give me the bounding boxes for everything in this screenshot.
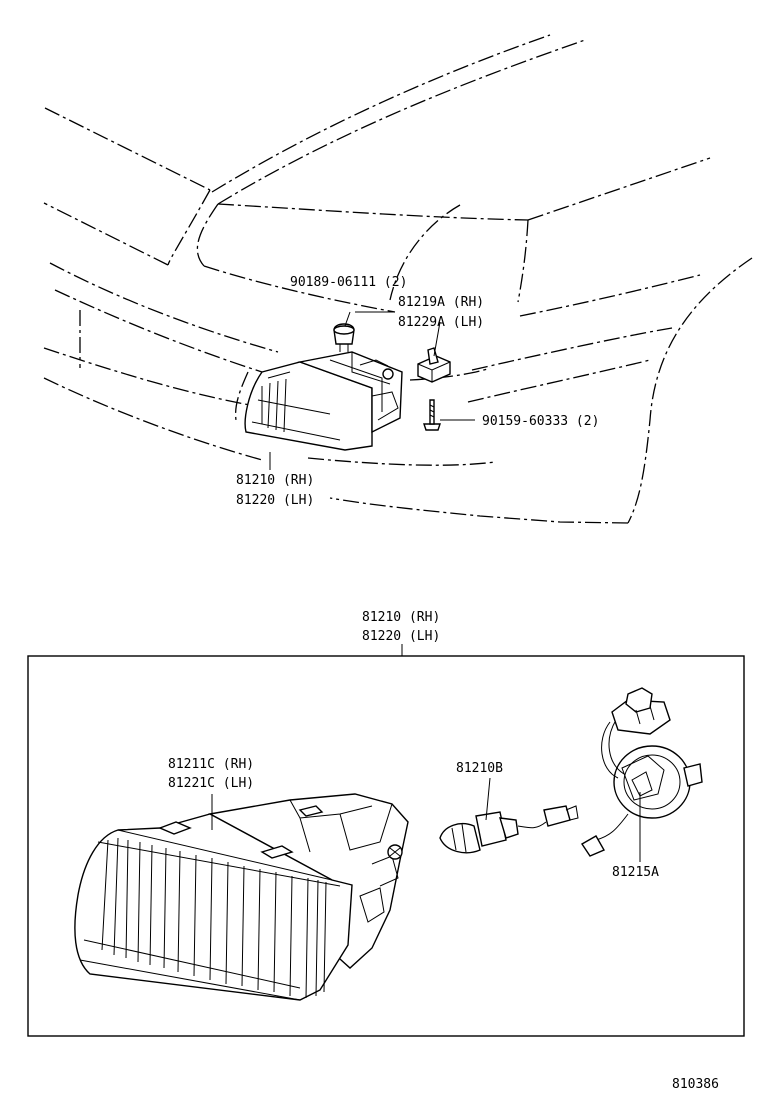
screw-part-number-label: 90159-60333 (2) [482,414,599,429]
bulb-part-number-label: 81210B [456,761,503,776]
small-fog-lamp-drawing [244,351,403,451]
clip-part-drawing [333,323,355,352]
vehicle-body-outline [43,34,753,524]
socket-drawing [581,687,703,857]
assembly-frame [27,655,745,1037]
screw-part-drawing [423,399,441,431]
nut-lh-part-number-label: 81229A (LH) [398,315,484,330]
lamp-rh-part-number-label: 81210 (RH) [236,473,314,488]
large-fog-lamp-unit-drawing [74,793,409,1001]
illustration-number: 810386 [672,1077,719,1092]
lamp-unit-rh-part-number-label: 81211C (RH) [168,757,254,772]
assembly-rh-title: 81210 (RH) [362,610,440,625]
lamp-unit-lh-part-number-label: 81221C (LH) [168,776,254,791]
socket-part-number-label: 81215A [612,865,659,880]
bulb-drawing [439,805,579,854]
clip-part-number-label: 90189-06111 (2) [290,275,407,290]
nut-part-drawing [417,347,451,383]
lamp-lh-part-number-label: 81220 (LH) [236,493,314,508]
assembly-lh-title: 81220 (LH) [362,629,440,644]
assembly-leader-lines [211,777,641,862]
top-leader-lines [269,311,475,470]
nut-rh-part-number-label: 81219A (RH) [398,295,484,310]
